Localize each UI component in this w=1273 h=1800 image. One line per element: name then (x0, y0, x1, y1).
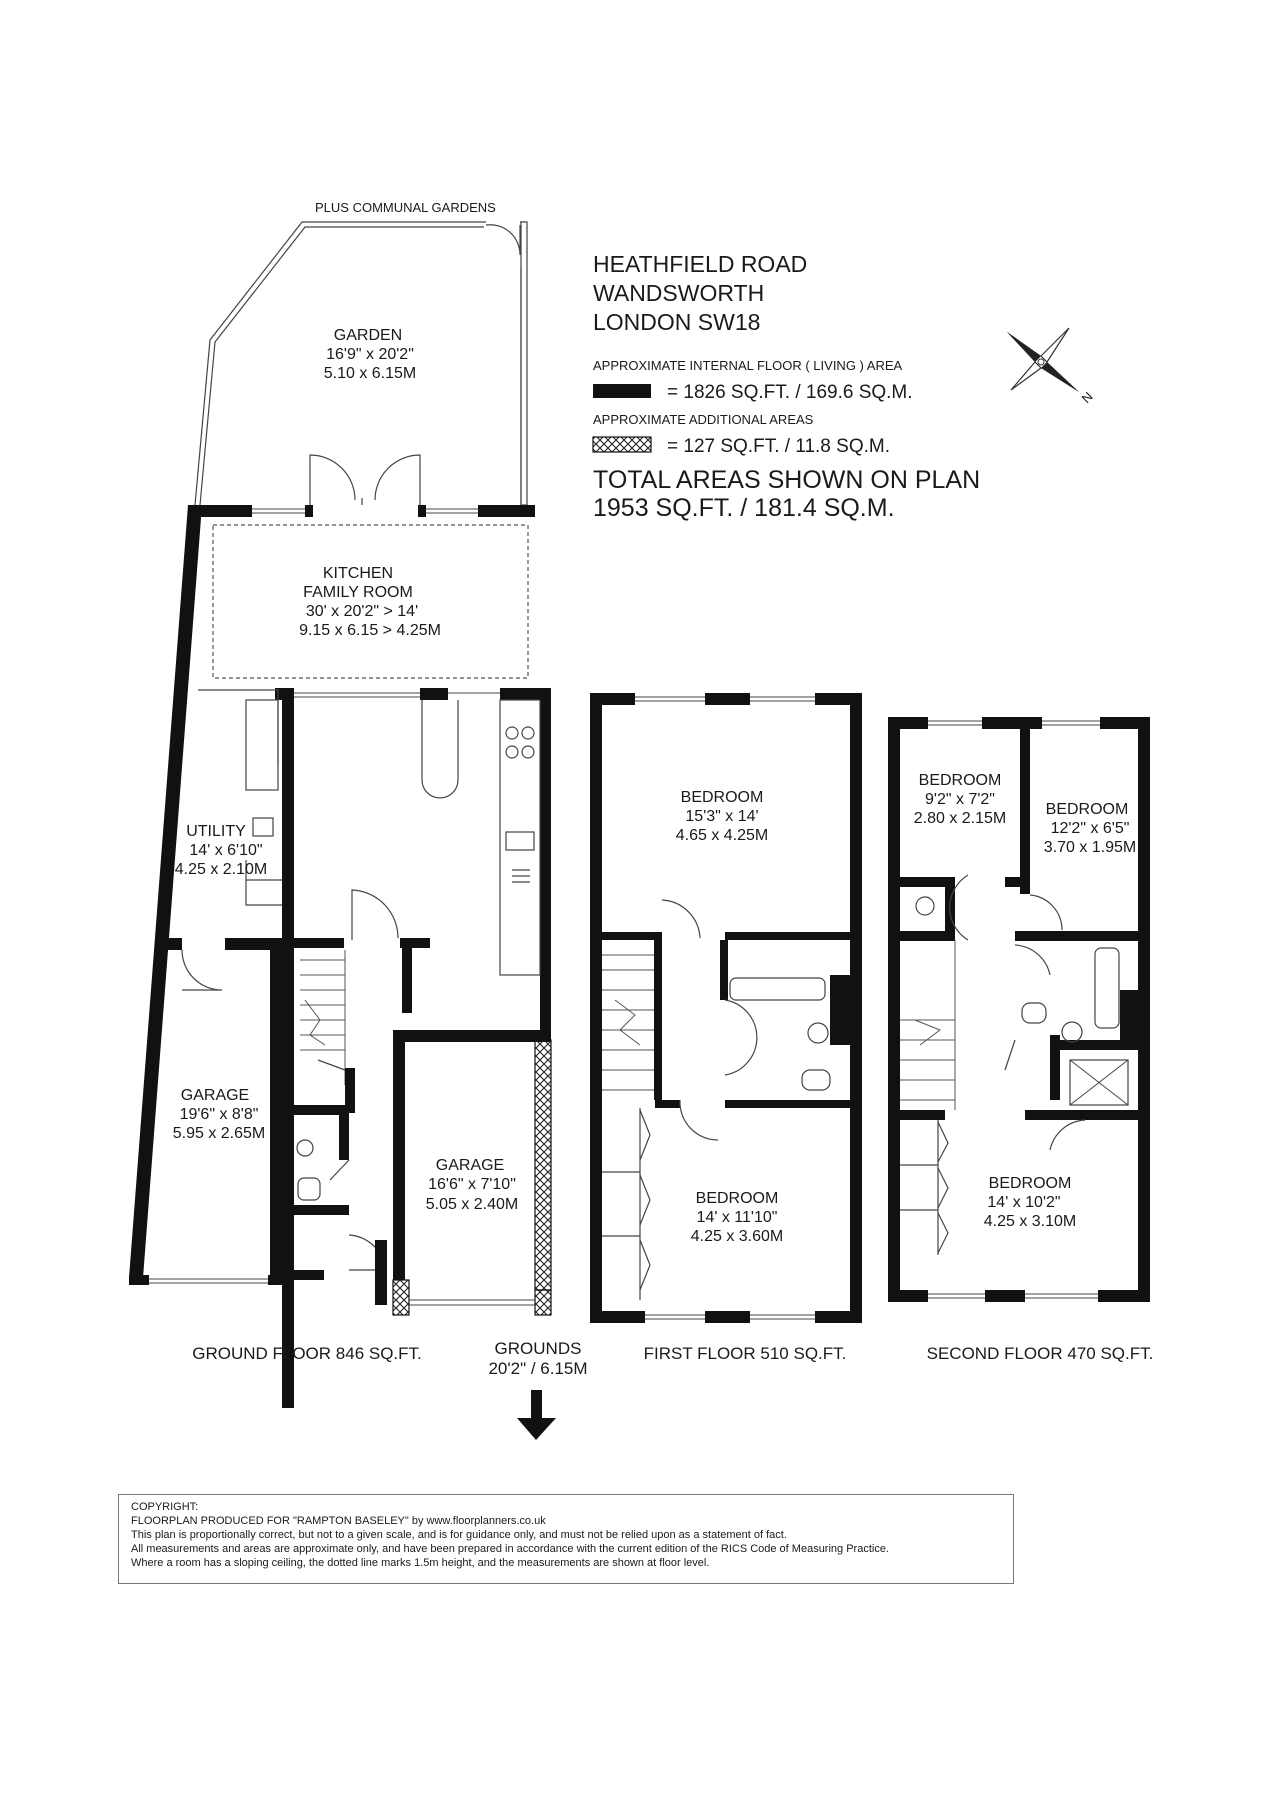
grounds-label: GROUNDS (495, 1339, 582, 1358)
garage-2-imperial: 16'6" x 7'10" (428, 1176, 516, 1193)
kitchen-metric: 9.15 x 6.15 > 4.25M (299, 622, 441, 639)
internal-area-value: = 1826 SQ.FT. / 169.6 SQ.M. (667, 382, 913, 403)
copyright-disclaimer-1: This plan is proportionally correct, but… (131, 1529, 787, 1541)
garage-2-metric: 5.05 x 2.40M (426, 1196, 519, 1213)
garage-2-name: GARAGE (436, 1157, 504, 1174)
communal-gardens-label: PLUS COMMUNAL GARDENS (315, 200, 496, 215)
garage-1-metric: 5.95 x 2.65M (173, 1125, 266, 1142)
garden-area (194, 221, 528, 506)
internal-area-swatch (593, 384, 651, 398)
garden-metric: 5.10 x 6.15M (324, 365, 417, 382)
copyright-disclaimer-3: Where a room has a sloping ceiling, the … (131, 1557, 710, 1569)
sf-bedroom-1-imperial: 9'2" x 7'2" (925, 791, 995, 808)
sf-bedroom-2-imperial: 12'2" x 6'5" (1051, 820, 1130, 837)
second-floor-label: SECOND FLOOR 470 SQ.FT. (927, 1344, 1154, 1363)
copyright-disclaimer-2: All measurements and areas are approxima… (131, 1543, 889, 1555)
additional-area-swatch (592, 436, 652, 453)
ff-bedroom-2-metric: 4.25 x 3.60M (691, 1228, 784, 1245)
garage-1-imperial: 19'6" x 8'8" (180, 1106, 259, 1123)
total-area-label: TOTAL AREAS SHOWN ON PLAN (593, 466, 980, 494)
internal-area-label: APPROXIMATE INTERNAL FLOOR ( LIVING ) AR… (593, 358, 902, 373)
ff-bedroom-1-metric: 4.65 x 4.25M (676, 827, 769, 844)
sf-bedroom-1-name: BEDROOM (919, 772, 1002, 789)
address-line-2: WANDSWORTH (593, 280, 764, 306)
sf-bedroom-2-metric: 3.70 x 1.95M (1044, 839, 1137, 856)
sf-bedroom-1-metric: 2.80 x 2.15M (914, 810, 1007, 827)
second-floor-plan (888, 717, 1150, 1302)
ff-bedroom-1-imperial: 15'3" x 14' (685, 808, 758, 825)
ground-floor-label: GROUND FLOOR 846 SQ.FT. (192, 1344, 422, 1363)
kitchen-name-2: FAMILY ROOM (303, 584, 413, 601)
sf-bedroom-2-name: BEDROOM (1046, 801, 1129, 818)
ff-bedroom-2-name: BEDROOM (696, 1190, 779, 1207)
utility-metric: 4.25 x 2.10M (175, 861, 268, 878)
garden-imperial: 16'9" x 20'2" (326, 346, 414, 363)
sf-bedroom-3-name: BEDROOM (989, 1175, 1072, 1192)
first-floor-label: FIRST FLOOR 510 SQ.FT. (644, 1344, 847, 1363)
copyright-box: COPYRIGHT: FLOORPLAN PRODUCED FOR "RAMPT… (118, 1494, 1014, 1584)
copyright-heading: COPYRIGHT: (131, 1501, 199, 1513)
garage-1-name: GARAGE (181, 1087, 249, 1104)
kitchen-name: KITCHEN (323, 565, 393, 582)
kitchen-imperial: 30' x 20'2" > 14' (306, 603, 418, 620)
first-floor-plan (590, 693, 862, 1323)
ff-bedroom-1-name: BEDROOM (681, 789, 764, 806)
ground-floor-plan (129, 505, 552, 1408)
arrow-down-icon (517, 1390, 556, 1440)
grounds-value: 20'2" / 6.15M (488, 1359, 587, 1378)
garden-name: GARDEN (334, 327, 402, 344)
sf-bedroom-3-imperial: 14' x 10'2" (987, 1194, 1060, 1211)
compass-icon: N (1007, 327, 1096, 406)
address-line-3: LONDON SW18 (593, 309, 760, 335)
compass-north-letter: N (1079, 389, 1096, 406)
ff-bedroom-2-imperial: 14' x 11'10" (697, 1209, 778, 1226)
additional-area-label: APPROXIMATE ADDITIONAL AREAS (593, 412, 814, 427)
copyright-producer: FLOORPLAN PRODUCED FOR "RAMPTON BASELEY"… (131, 1515, 546, 1527)
additional-area-value: = 127 SQ.FT. / 11.8 SQ.M. (667, 436, 890, 457)
utility-imperial: 14' x 6'10" (189, 842, 262, 859)
sf-bedroom-3-metric: 4.25 x 3.10M (984, 1213, 1077, 1230)
total-area-value: 1953 SQ.FT. / 181.4 SQ.M. (593, 494, 895, 522)
address-line-1: HEATHFIELD ROAD (593, 251, 807, 277)
utility-name: UTILITY (186, 823, 246, 840)
